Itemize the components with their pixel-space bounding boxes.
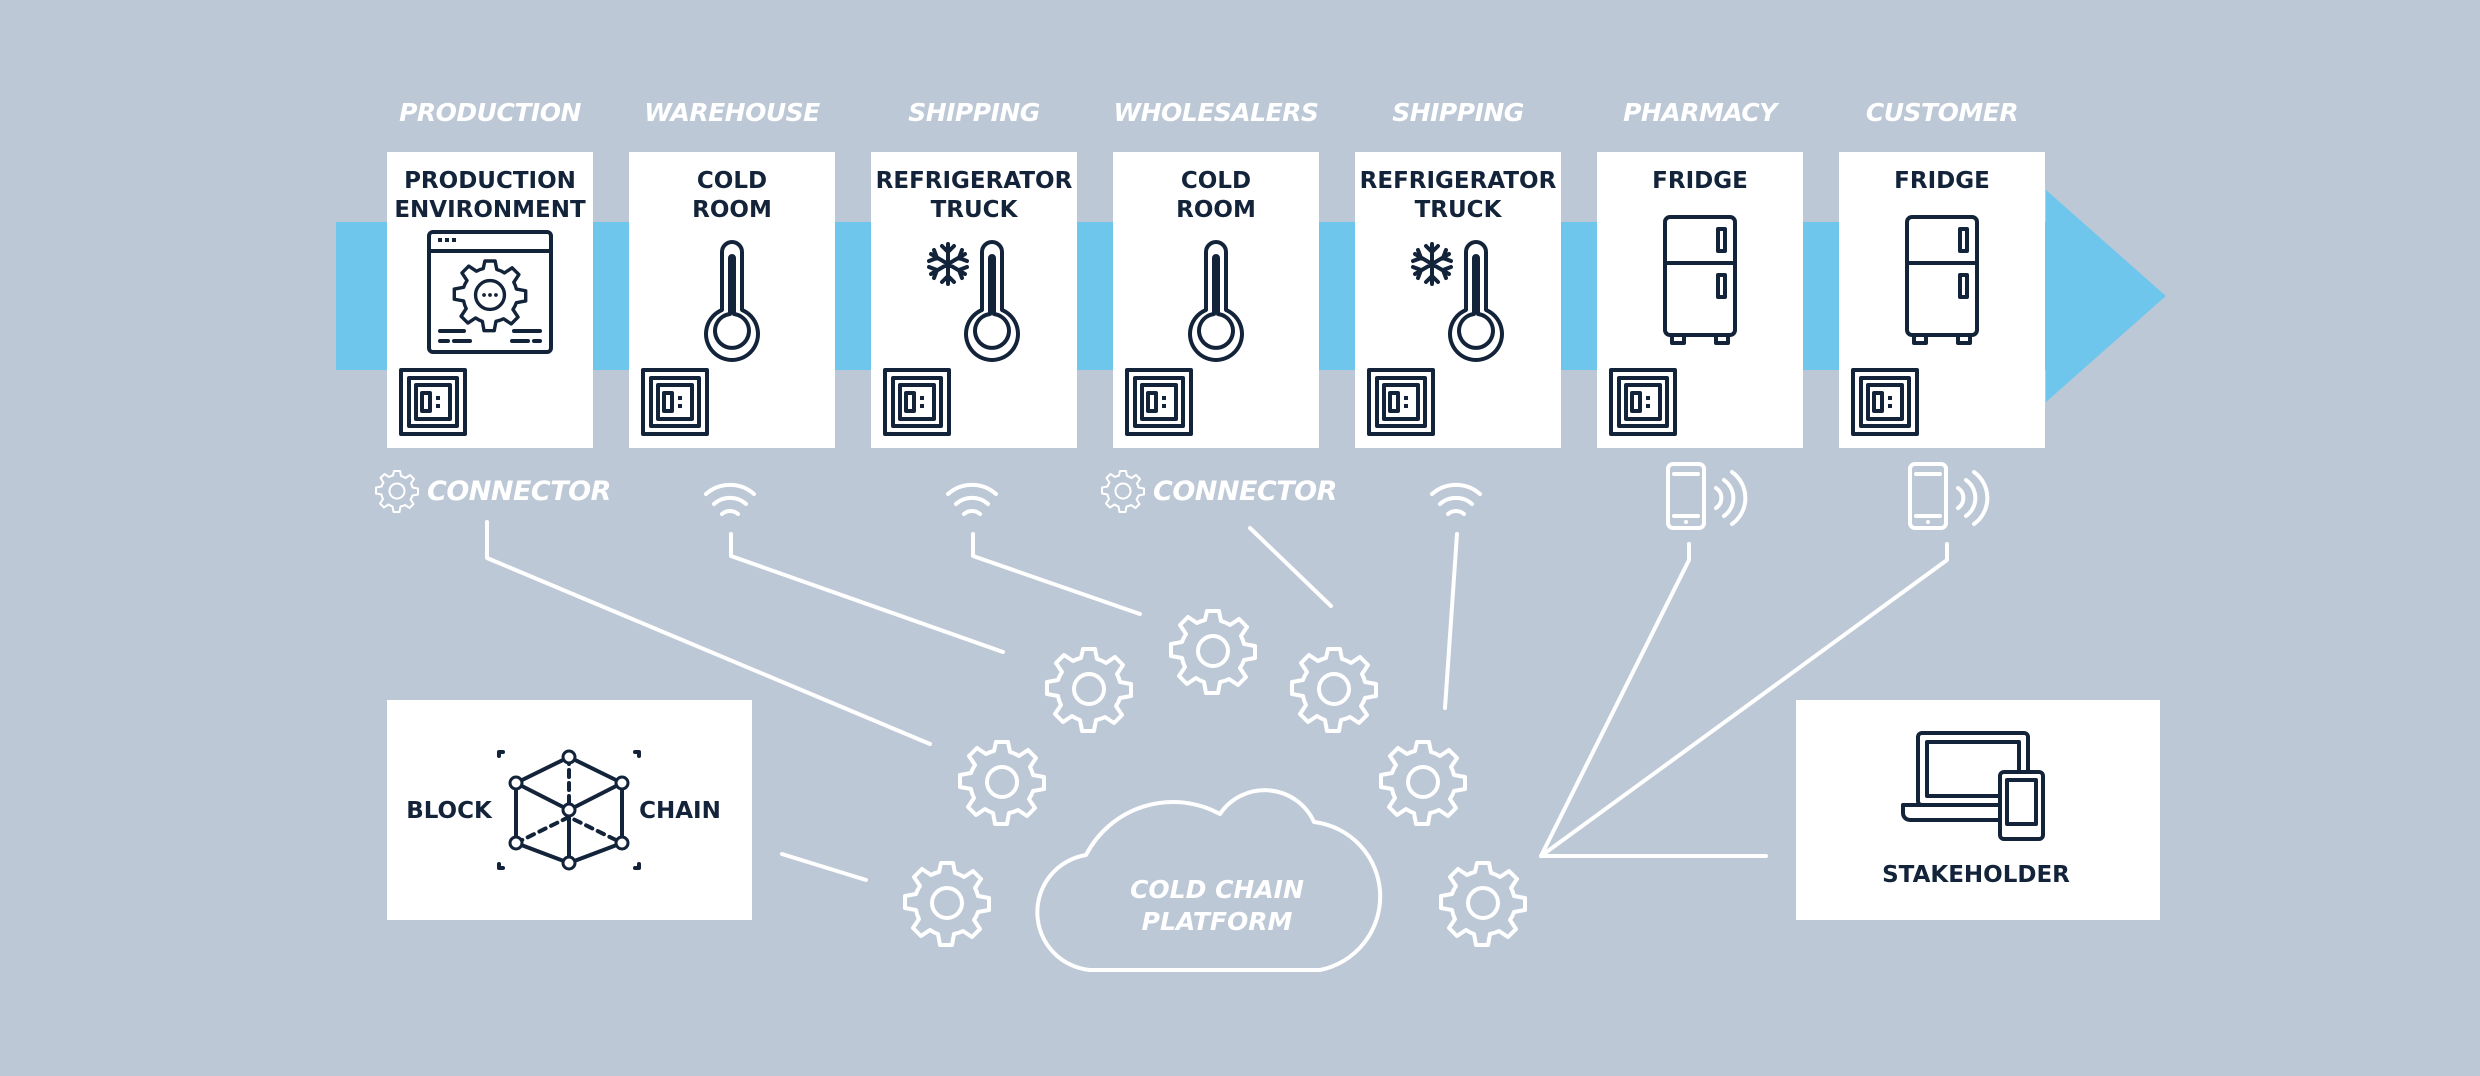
stage-label-line1: REFRIGERATOR — [1360, 168, 1557, 194]
gear-icon — [375, 470, 419, 513]
blockchain-cube-icon — [497, 749, 641, 871]
blockchain-right-label: CHAIN — [639, 798, 721, 824]
connector-label: CONNECTOR — [427, 476, 611, 507]
gear-icon — [1045, 647, 1133, 733]
production-environment-icon — [427, 230, 553, 354]
cold-chain-platform: COLD CHAIN PLATFORM — [1035, 788, 1383, 972]
connector-link: CONNECTOR — [1101, 470, 1337, 513]
stage-title: CUSTOMER — [1866, 98, 2018, 127]
stage-6: PHARMACY FRIDGE — [1597, 98, 1803, 530]
stage-title: PHARMACY — [1623, 98, 1780, 127]
stage-label-line2: ROOM — [1176, 197, 1256, 223]
stage-1: PRODUCTION PRODUCTION ENVIRONMENT CONNECTOR — [375, 98, 611, 513]
stage-label-line2: TRUCK — [1415, 197, 1503, 223]
blockchain-box: BLOCK CHAIN — [387, 700, 752, 920]
wifi-icon — [946, 482, 998, 516]
gear-icon — [903, 861, 991, 947]
stage-label-line1: FRIDGE — [1652, 168, 1748, 194]
stage-label-line2: ROOM — [692, 197, 772, 223]
stage-title: WAREHOUSE — [644, 98, 820, 127]
blockchain-left-label: BLOCK — [406, 798, 493, 824]
stage-label-line1: COLD — [697, 168, 767, 194]
platform-title-line2: PLATFORM — [1142, 907, 1293, 936]
supply-chain-stages: PRODUCTION PRODUCTION ENVIRONMENT CONNECTOR… — [375, 98, 2045, 530]
connector-link: CONNECTOR — [375, 470, 611, 513]
gear-shape — [1101, 470, 1145, 513]
gear-icon — [1290, 647, 1378, 733]
gear-icon — [958, 740, 1046, 826]
gear-icon — [1379, 740, 1467, 826]
stage-label-line2: TRUCK — [931, 197, 1019, 223]
stakeholder-box: STAKEHOLDER — [1796, 700, 2160, 920]
wifi-icon — [704, 482, 756, 516]
gear-icon — [1101, 470, 1145, 513]
stage-title: WHOLESALERS — [1114, 98, 1319, 127]
stakeholder-label: STAKEHOLDER — [1882, 862, 2070, 888]
stage-label-line1: REFRIGERATOR — [876, 168, 1073, 194]
stage-label-line2: ENVIRONMENT — [394, 197, 586, 223]
stage-4: WHOLESALERS COLD ROOM CONNECTOR — [1101, 98, 1337, 513]
stage-title: PRODUCTION — [399, 98, 581, 127]
stage-label-line1: FRIDGE — [1894, 168, 1990, 194]
cloud-icon — [1035, 788, 1383, 972]
stage-title: SHIPPING — [1392, 98, 1524, 127]
stage-label-line1: PRODUCTION — [404, 168, 576, 194]
stage-title: SHIPPING — [908, 98, 1040, 127]
stage-5: SHIPPING REFRIGERATOR TRUCK — [1355, 98, 1561, 516]
stage-7: CUSTOMER FRIDGE — [1839, 98, 2045, 530]
stage-3: SHIPPING REFRIGERATOR TRUCK — [871, 98, 1077, 516]
gear-shape — [375, 470, 419, 513]
gear-icon — [1439, 861, 1527, 947]
nfc-phone-icon — [1908, 462, 1990, 530]
wifi-icon — [1430, 482, 1482, 516]
laptop-phone-icon — [1901, 731, 2045, 841]
connector-label: CONNECTOR — [1153, 476, 1337, 507]
stage-label-line1: COLD — [1181, 168, 1251, 194]
platform-title-line1: COLD CHAIN — [1130, 875, 1304, 904]
gear-icon — [1169, 609, 1257, 695]
stage-2: WAREHOUSE COLD ROOM — [629, 98, 835, 516]
nfc-phone-icon — [1666, 462, 1748, 530]
connection-lines — [485, 520, 1949, 882]
